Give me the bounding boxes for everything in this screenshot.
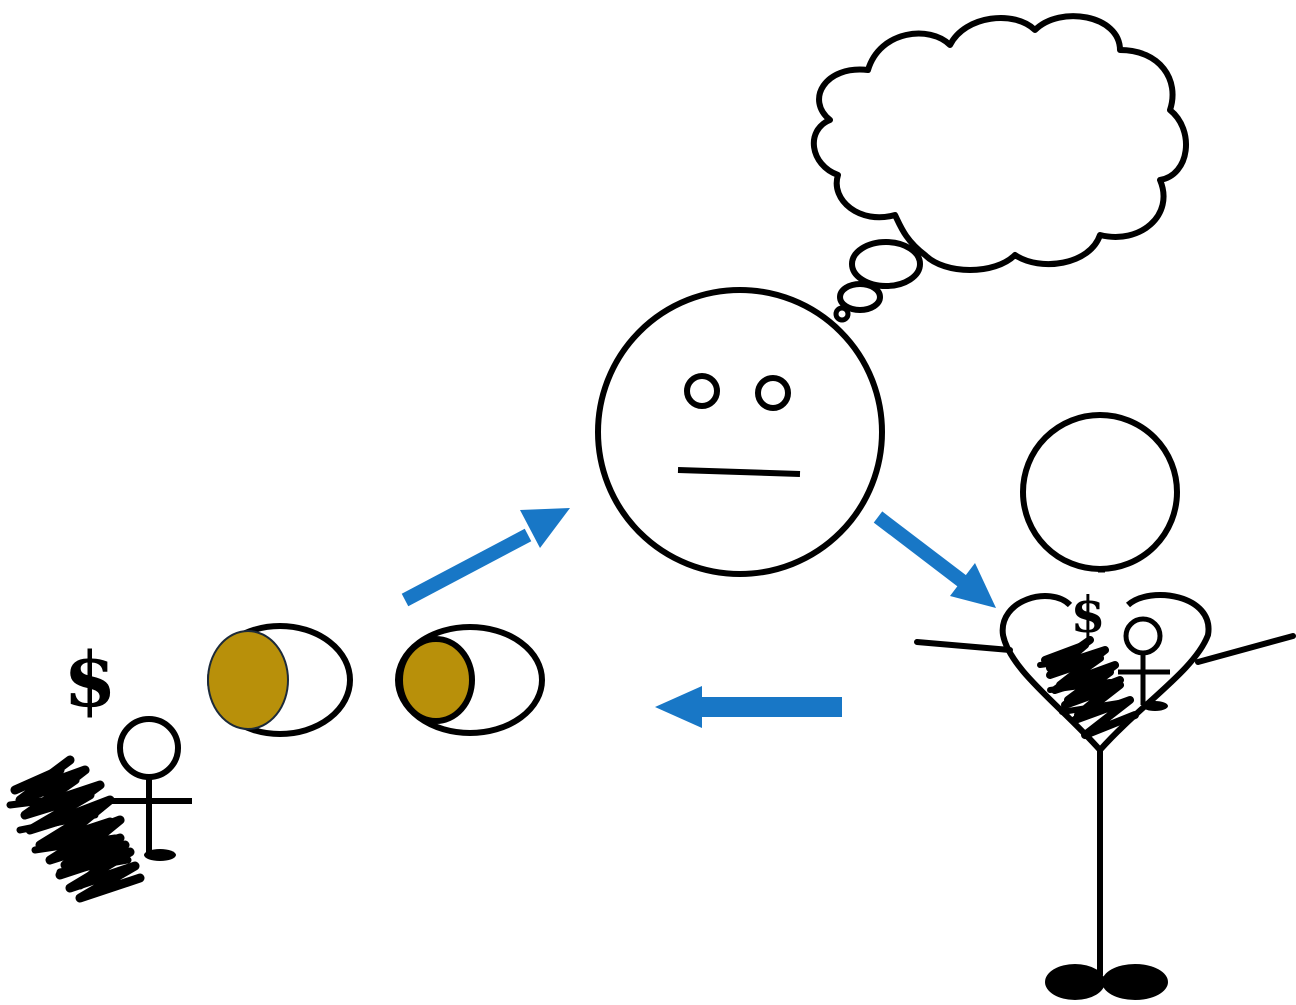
stick-figure-small-left bbox=[112, 716, 192, 861]
face-right-eye bbox=[755, 375, 791, 411]
dollar-sign-left: $ bbox=[64, 635, 117, 724]
eye-iris-right bbox=[397, 636, 475, 724]
thought-bubble-small bbox=[833, 305, 851, 323]
arrow-to-figure-icon bbox=[873, 511, 996, 608]
stick-figure-large-right bbox=[914, 412, 1296, 1000]
thought-cloud-icon bbox=[810, 13, 1189, 323]
money-scribble-icon-right bbox=[1037, 636, 1139, 739]
thought-bubble-medium bbox=[837, 281, 883, 313]
eye-icon-right bbox=[395, 624, 545, 736]
stick-figure-small-right bbox=[1118, 616, 1170, 711]
dollar-sign-right: $ bbox=[1071, 585, 1106, 644]
eye-iris-left bbox=[207, 630, 289, 730]
face-mouth bbox=[677, 467, 801, 477]
money-scribble-icon-left bbox=[6, 755, 145, 903]
face-left-eye bbox=[684, 373, 720, 409]
thought-bubble-large bbox=[849, 239, 923, 289]
face-icon bbox=[595, 287, 885, 577]
arrow-to-eyes-icon bbox=[655, 686, 842, 728]
eye-icon-left bbox=[207, 623, 353, 737]
arrow-to-face-icon bbox=[401, 508, 570, 607]
